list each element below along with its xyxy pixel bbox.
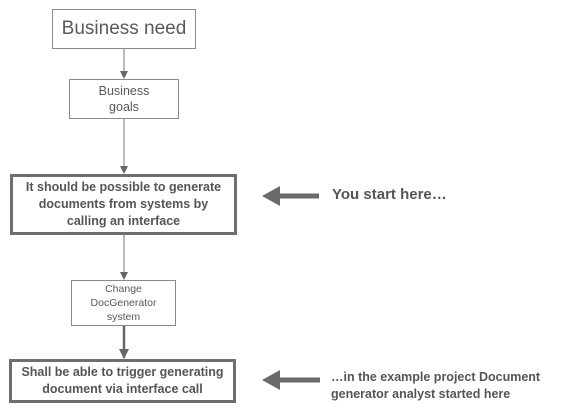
pointer-arrow-start — [262, 186, 319, 206]
node-system-requirement-label: Shall be able to trigger generating docu… — [21, 365, 224, 396]
node-change-system: Change DocGenerator system — [71, 280, 176, 326]
node-business-goals: Business goals — [69, 79, 179, 119]
node-requirement-label: It should be possible to generate docume… — [25, 180, 222, 228]
node-business-need-label: Business need — [61, 18, 187, 39]
node-system-requirement: Shall be able to trigger generating docu… — [9, 359, 236, 403]
node-business-goals-label: Business goals — [98, 84, 150, 114]
annotation-start: You start here… — [332, 186, 447, 203]
pointer-arrow-analyst — [262, 370, 320, 390]
node-requirement: It should be possible to generate docume… — [10, 174, 237, 235]
node-change-system-label: Change DocGenerator system — [90, 283, 157, 323]
annotation-analyst: …in the example project Document generat… — [331, 370, 541, 401]
node-business-need: Business need — [52, 9, 196, 49]
